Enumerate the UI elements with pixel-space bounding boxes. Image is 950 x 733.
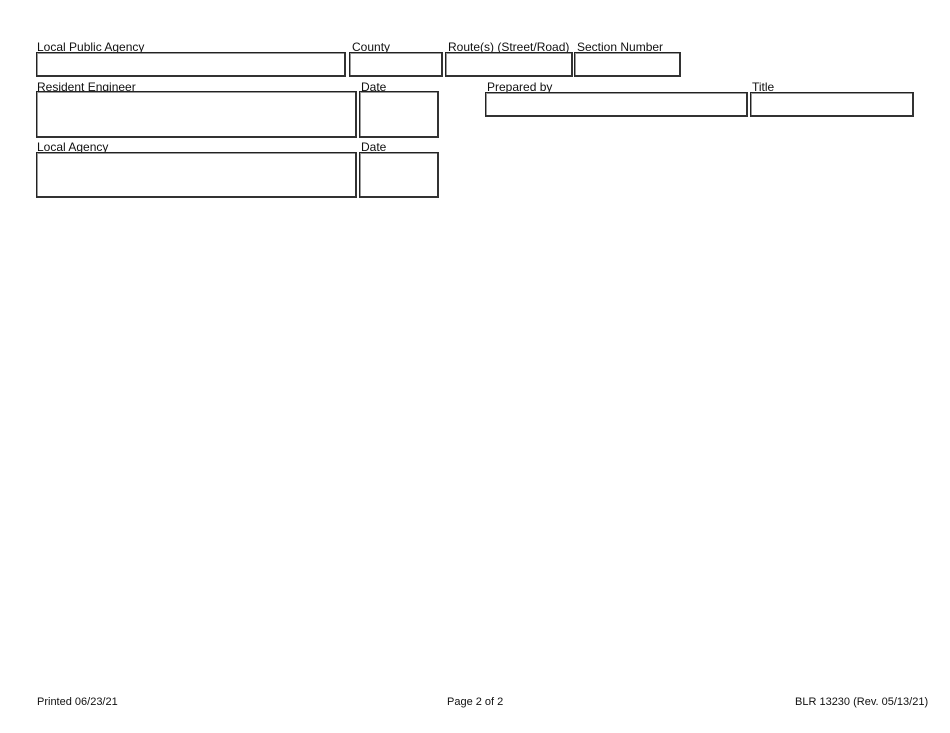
resident-engineer-date-field[interactable] bbox=[359, 91, 439, 138]
title-label: Title bbox=[752, 80, 775, 94]
section-number-label: Section Number bbox=[577, 40, 664, 54]
prepared-by-field[interactable] bbox=[485, 92, 748, 117]
resident-engineer-date-label: Date bbox=[361, 80, 387, 94]
page-number: Page 2 of 2 bbox=[447, 696, 504, 708]
printed-date: Printed 06/23/21 bbox=[37, 696, 118, 708]
routes-field[interactable] bbox=[445, 52, 573, 77]
resident-engineer-label: Resident Engineer bbox=[37, 80, 136, 94]
resident-engineer-input[interactable] bbox=[37, 92, 355, 136]
title-field[interactable] bbox=[750, 92, 914, 117]
local-agency-date-label: Date bbox=[361, 140, 387, 154]
local-public-agency-input[interactable] bbox=[37, 53, 344, 75]
section-number-input[interactable] bbox=[575, 53, 679, 75]
county-field[interactable] bbox=[349, 52, 443, 77]
local-public-agency-label: Local Public Agency bbox=[37, 40, 145, 54]
title-input[interactable] bbox=[751, 93, 912, 115]
local-agency-date-field[interactable] bbox=[359, 152, 439, 198]
prepared-by-label: Prepared by bbox=[487, 80, 553, 94]
form-id: BLR 13230 (Rev. 05/13/21) bbox=[795, 696, 929, 708]
resident-engineer-field[interactable] bbox=[36, 91, 357, 138]
county-input[interactable] bbox=[350, 53, 441, 75]
resident-engineer-date-input[interactable] bbox=[360, 92, 437, 136]
local-agency-field[interactable] bbox=[36, 152, 357, 198]
routes-label: Route(s) (Street/Road) bbox=[448, 40, 570, 54]
local-agency-date-input[interactable] bbox=[360, 153, 437, 196]
local-agency-input[interactable] bbox=[37, 153, 355, 196]
local-agency-label: Local Agency bbox=[37, 140, 109, 154]
local-public-agency-field[interactable] bbox=[36, 52, 346, 77]
routes-input[interactable] bbox=[446, 53, 571, 75]
section-number-field[interactable] bbox=[574, 52, 681, 77]
prepared-by-input[interactable] bbox=[486, 93, 746, 115]
county-label: County bbox=[352, 40, 391, 54]
